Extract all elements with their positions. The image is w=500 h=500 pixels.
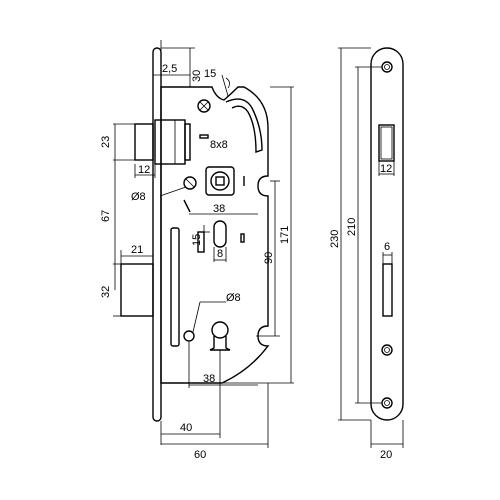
- dim-20: 20: [380, 449, 392, 461]
- dim-15-mid: 15: [191, 234, 203, 246]
- faceplate-screw-top-icon: [381, 61, 393, 73]
- dim-90: 90: [263, 252, 275, 264]
- spring-arm: [225, 98, 263, 153]
- dim-38-top: 38: [213, 203, 225, 215]
- dim-67: 67: [100, 210, 112, 222]
- right-mark: [240, 233, 245, 243]
- dim-32: 32: [100, 286, 112, 298]
- screw-hole-icon: [183, 176, 197, 190]
- keyhole-icon: [209, 321, 231, 351]
- dim-60: 60: [194, 449, 206, 461]
- screw-top-icon: [197, 99, 211, 113]
- faceplate: [152, 47, 162, 422]
- dim-40: 40: [180, 422, 192, 434]
- latch-opening: [378, 124, 395, 162]
- faceplate-view: [338, 47, 404, 448]
- dim-230: 230: [329, 230, 341, 248]
- dim-12-right: 12: [380, 163, 392, 175]
- long-slot: [170, 227, 180, 347]
- dim-8x8: 8x8: [210, 139, 228, 151]
- dim-6: 6: [384, 241, 390, 253]
- dim-dia8-top: Ø8: [131, 191, 146, 203]
- pin-line: [183, 199, 191, 213]
- lock-case-outline: [160, 86, 270, 384]
- dim-dia8-bottom: Ø8: [226, 292, 241, 304]
- dim-8-mid: 8: [217, 248, 223, 260]
- tab-marker: [199, 134, 209, 139]
- faceplate-outline: [370, 47, 404, 421]
- dim-30: 30: [191, 70, 203, 82]
- dim-23: 23: [100, 136, 112, 148]
- follower-hole: [205, 166, 235, 196]
- dim-12-left: 12: [138, 164, 150, 176]
- bolt-opening: [382, 263, 393, 317]
- dim-210: 210: [346, 218, 358, 236]
- dim-171: 171: [279, 226, 291, 244]
- lock-body-view: [113, 40, 294, 448]
- dead-bolt: [120, 263, 154, 317]
- faceplate-screw-mid-icon: [381, 344, 393, 356]
- dim-38-bottom: 38: [203, 373, 215, 385]
- lower-screw-hole: [183, 330, 195, 342]
- dim-2-5: 2,5: [162, 63, 177, 75]
- dim-21: 21: [131, 244, 143, 256]
- oval-slot: [213, 220, 227, 248]
- latch-bolt: [134, 119, 191, 165]
- faceplate-screw-bottom-icon: [381, 397, 393, 409]
- dim-15-top: 15: [204, 68, 216, 80]
